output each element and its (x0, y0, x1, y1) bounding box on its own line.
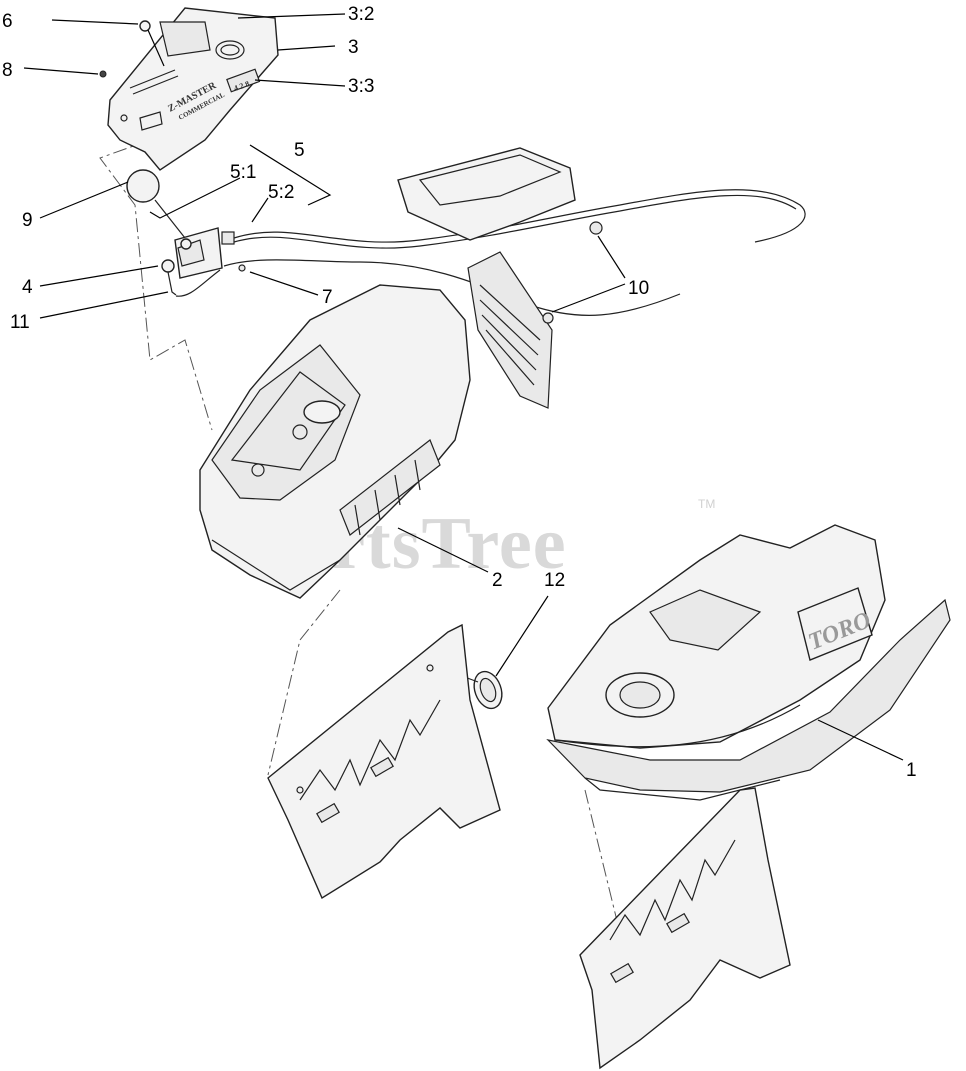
callout-5-1: 5:1 (230, 162, 256, 183)
ball-knob-part-9 (126, 169, 186, 239)
console-housing-part-2 (199, 284, 471, 599)
watermark-trademark: TM (698, 497, 715, 511)
callout-3: 3 (348, 37, 359, 58)
callout-9: 9 (22, 210, 33, 231)
callout-3-2: 3:2 (348, 4, 374, 25)
callout-1: 1 (906, 760, 917, 781)
callout-labels: 6 3:2 3 8 3:3 5 5:1 5:2 9 10 4 7 11 2 12… (2, 4, 917, 781)
screw-part-8 (99, 70, 107, 78)
mounting-bracket (397, 147, 603, 409)
callout-7: 7 (322, 287, 333, 308)
callout-10: 10 (628, 278, 649, 299)
callout-8: 8 (2, 60, 13, 81)
callout-2: 2 (492, 570, 503, 591)
knob-part-6 (139, 20, 151, 32)
leader-lines (23, 13, 904, 761)
callout-5-2: 5:2 (268, 182, 294, 203)
side-panel-right (579, 787, 791, 1070)
side-panel-left (267, 623, 501, 900)
grommet-part-12 (461, 670, 503, 710)
callout-3-3: 3:3 (348, 76, 374, 97)
callout-5: 5 (294, 140, 305, 161)
console-part-1: TORO (546, 524, 951, 801)
callout-11: 11 (10, 312, 30, 333)
callout-6: 6 (2, 11, 13, 32)
throttle-control-part-5 (161, 189, 806, 316)
control-panel-cover: Z-MASTER COMMERCIAL 4 2 8 (107, 7, 279, 171)
callout-12: 12 (544, 570, 565, 591)
callout-4: 4 (22, 277, 33, 298)
